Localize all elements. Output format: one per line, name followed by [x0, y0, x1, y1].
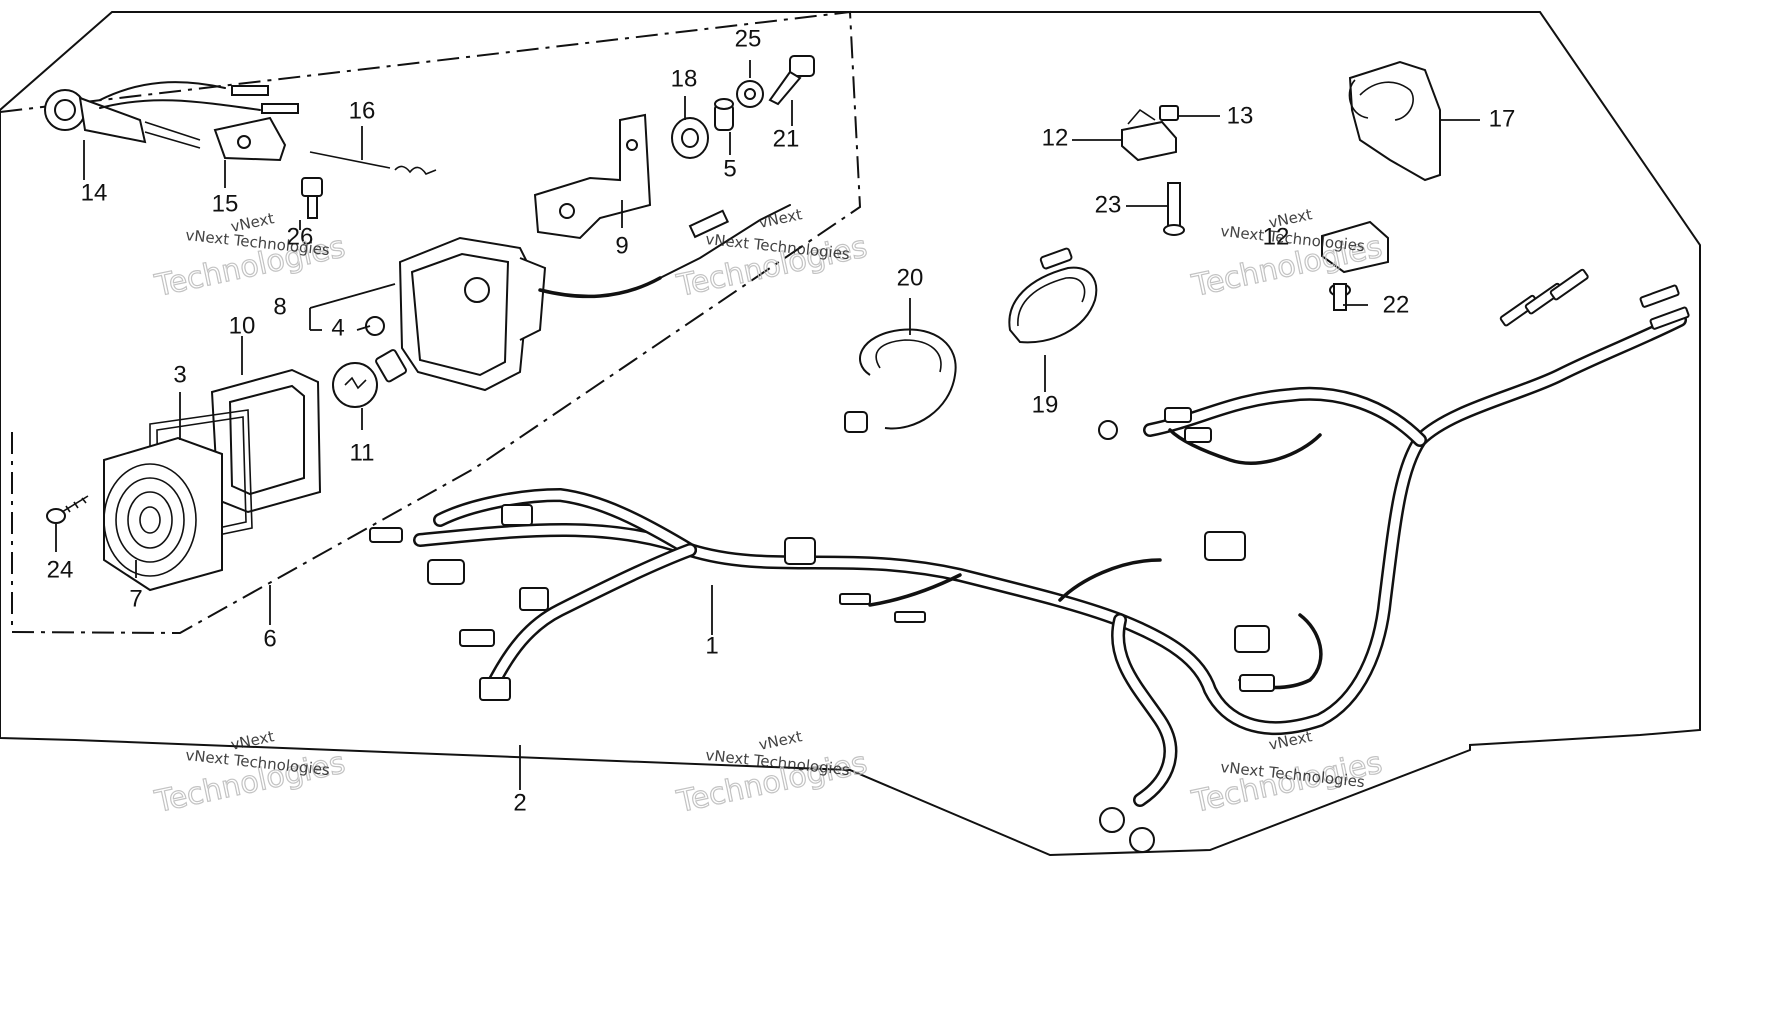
- bracket-9: [533, 113, 652, 240]
- wire-harness-1: [369, 268, 1690, 853]
- watermark-tag: vNext: [757, 727, 804, 754]
- leader-lines: [55, 60, 1480, 790]
- callout-18: 18: [671, 65, 698, 92]
- callout-14: 14: [81, 179, 108, 206]
- callout-8: 8: [273, 293, 286, 320]
- clip-13: [1159, 105, 1179, 121]
- headlight-case-8: [398, 204, 791, 392]
- band-19: [1008, 247, 1098, 344]
- ignition-switch: [44, 81, 299, 149]
- screw-22: [1329, 283, 1351, 311]
- callout-5: 5: [723, 155, 736, 182]
- lens-7: [103, 436, 223, 592]
- bulb-11: [332, 349, 407, 408]
- outer-assembly-border: [0, 11, 1701, 857]
- callout-9: 9: [615, 232, 628, 259]
- nut-4: [365, 316, 385, 336]
- watermark-tag: vNext: [1267, 205, 1314, 232]
- callout-2: 2: [513, 789, 526, 816]
- callout-1: 1: [705, 632, 718, 659]
- watermark-tag: vNext: [229, 727, 276, 754]
- callout-15: 15: [212, 190, 239, 217]
- callout-26: 26: [287, 223, 314, 250]
- relay-12-lower: [1321, 220, 1389, 274]
- callout-17: 17: [1489, 105, 1516, 132]
- washer-25: [736, 80, 764, 108]
- callout-3: 3: [173, 361, 186, 388]
- callout-22: 22: [1383, 291, 1410, 318]
- callout-12-lower: 12: [1263, 223, 1290, 250]
- callout-7: 7: [129, 585, 142, 612]
- callout-6: 6: [263, 625, 276, 652]
- band-20: [844, 328, 957, 433]
- bracket-15: [213, 116, 287, 162]
- relay-12-upper: [1121, 108, 1177, 162]
- callout-11: 11: [350, 439, 375, 466]
- cover-17: [1348, 60, 1441, 182]
- callout-21: 21: [773, 125, 800, 152]
- watermarks: Technologies vNext Technologies vNext Te…: [151, 205, 1386, 820]
- callout-24: 24: [47, 556, 74, 583]
- watermark-tag: vNext: [757, 205, 804, 232]
- rubber-bushing-18: [671, 117, 709, 159]
- callout-labels: 1 2 3 4 5 6 7 8 9 10 11 12 12 13 14 15 1…: [47, 25, 1516, 816]
- callout-23: 23: [1095, 191, 1122, 218]
- callout-10: 10: [229, 312, 256, 339]
- callout-12-upper: 12: [1042, 124, 1069, 151]
- callout-4: 4: [331, 314, 344, 341]
- lamp-subassembly-border: [0, 10, 862, 635]
- bolt-21: [768, 55, 815, 106]
- callout-20: 20: [897, 264, 924, 291]
- callout-16: 16: [349, 97, 376, 124]
- screw-24: [46, 495, 89, 524]
- spring-16: [309, 151, 437, 175]
- callout-25: 25: [735, 25, 762, 52]
- collar-5: [714, 98, 734, 131]
- callout-13: 13: [1227, 102, 1254, 129]
- bolt-26: [301, 177, 323, 219]
- rim-10: [210, 368, 322, 514]
- callout-19: 19: [1032, 391, 1059, 418]
- screw-23: [1163, 182, 1185, 236]
